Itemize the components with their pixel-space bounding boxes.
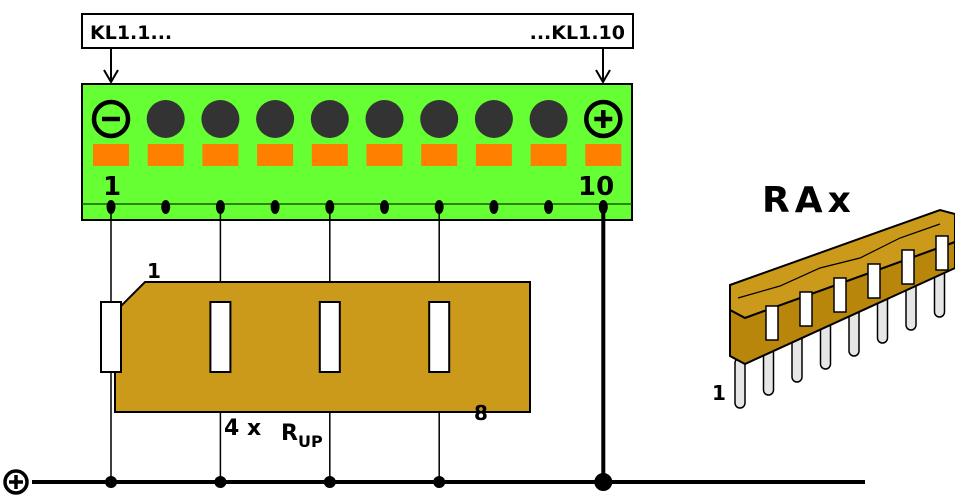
terminal-release-tab (366, 144, 403, 166)
header-left-arrow (103, 48, 119, 84)
terminal-hole (201, 100, 240, 138)
terminal-release-tab (311, 144, 348, 166)
terminal-slot-1 (91, 99, 131, 214)
rax-title: RAx (762, 180, 856, 221)
rax-resistor (867, 263, 881, 299)
rax-resistor (799, 291, 813, 327)
terminal-contact (270, 200, 280, 214)
resistor-4 (428, 301, 451, 373)
terminal-contact (161, 200, 171, 214)
rax-resistor (901, 249, 915, 285)
resistor-3 (318, 301, 341, 373)
terminal-pin-first-label: 1 (103, 172, 121, 202)
rax-part: RAx 1 (712, 180, 955, 409)
rax-resistor (765, 305, 779, 341)
header-right-arrow (595, 48, 611, 84)
terminal-block: 1 10 (81, 83, 633, 221)
supply-junction-dot (594, 473, 613, 491)
terminal-slot-2 (146, 100, 185, 214)
resistors (100, 301, 451, 373)
terminal-release-tab (530, 144, 567, 166)
terminal-hole (146, 100, 185, 138)
rax-pins (734, 266, 946, 409)
terminal-contact (215, 200, 225, 214)
terminal-contact (489, 200, 499, 214)
junction-dot (433, 476, 446, 488)
terminal-slots (91, 99, 623, 214)
terminal-hole (529, 100, 568, 138)
terminal-slot-6 (365, 100, 404, 214)
resistor-name-label: RUP (281, 421, 323, 451)
terminal-release-tab (421, 144, 458, 166)
rax-pin-label: 1 (712, 381, 726, 405)
junction-dot (105, 476, 117, 488)
terminal-release-tab (585, 144, 622, 166)
bus-plus-icon (3, 469, 29, 495)
terminal-contact (434, 200, 444, 214)
terminal-slot-10 (584, 99, 623, 214)
terminal-slot-5 (310, 100, 349, 214)
rax-pin (734, 357, 746, 409)
terminal-range-header: KL1.1... ...KL1.10 (81, 13, 634, 84)
terminal-slot-8 (474, 100, 513, 214)
terminal-pin-last-label: 10 (578, 172, 614, 202)
junction-dot (323, 476, 336, 488)
terminal-hole (474, 100, 513, 138)
header-left-label: KL1.1... (90, 22, 172, 44)
terminal-release-tab (202, 144, 239, 166)
terminal-slot-7 (420, 100, 459, 214)
resistor-2 (209, 301, 232, 373)
bus-junctions (105, 473, 613, 491)
terminal-contact (598, 200, 608, 214)
terminal-release-tab (147, 144, 184, 166)
rax-resistor (833, 277, 847, 313)
terminal-slot-9 (529, 100, 568, 214)
supply-bus (3, 469, 865, 495)
terminal-release-tab (93, 144, 129, 166)
plus-circle-icon (584, 99, 623, 139)
rax-resistor (935, 235, 949, 271)
terminal-contact (544, 200, 554, 214)
resistor-pin-first-label: 1 (147, 259, 161, 283)
resistor-1 (100, 301, 122, 373)
terminal-release-tab (257, 144, 294, 166)
terminal-slot-4 (256, 100, 295, 214)
terminal-hole (310, 100, 349, 138)
terminal-hole (365, 100, 404, 138)
resistor-network: 1 8 4 x RUP (100, 259, 531, 451)
terminal-slot-3 (201, 100, 240, 214)
terminal-contact (106, 200, 116, 214)
header-right-label: ...KL1.10 (530, 22, 625, 44)
junction-dot (214, 476, 227, 488)
rax-resistors (765, 235, 949, 341)
resistor-pin-last-label: 8 (474, 401, 488, 425)
resistor-count-label: 4 x (224, 416, 261, 441)
terminal-hole (256, 100, 295, 138)
terminal-contact (380, 200, 389, 214)
terminal-contact (325, 200, 335, 214)
terminal-release-tab (475, 144, 512, 166)
terminal-hole (420, 100, 459, 138)
